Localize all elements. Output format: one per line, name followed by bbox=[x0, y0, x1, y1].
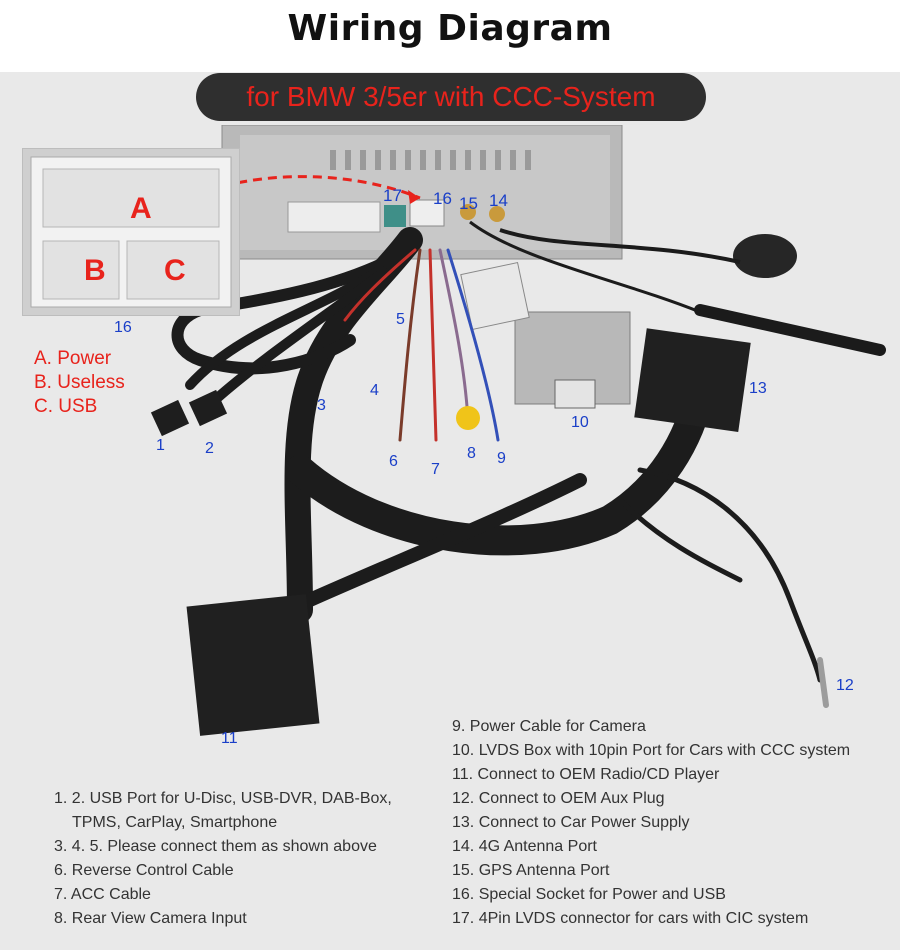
callout-14: 14 bbox=[489, 191, 508, 210]
header-banner: Wiring Diagram bbox=[0, 0, 900, 72]
connector-a-label: A bbox=[130, 192, 152, 225]
description-item: TPMS, CarPlay, Smartphone bbox=[72, 814, 278, 831]
aux-plug-12 bbox=[817, 657, 829, 708]
description-item: 3. 4. 5. Please connect them as shown ab… bbox=[54, 838, 377, 855]
callout-13: 13 bbox=[749, 380, 767, 397]
description-item: 8. Rear View Camera Input bbox=[54, 910, 247, 927]
description-item: 14. 4G Antenna Port bbox=[452, 838, 597, 855]
description-item: 1. 2. USB Port for U-Disc, USB-DVR, DAB-… bbox=[54, 790, 392, 807]
usb-plugs bbox=[150, 389, 228, 437]
callout-16-inset: 16 bbox=[114, 319, 132, 336]
antenna-4g bbox=[694, 304, 886, 356]
lvds-box bbox=[460, 261, 631, 409]
subtitle-pill: for BMW 3/5er with CCC-System bbox=[196, 73, 706, 121]
harness-photo bbox=[150, 125, 886, 736]
callout-1: 1 bbox=[156, 437, 165, 454]
oem-connector-13 bbox=[634, 328, 751, 432]
gps-antenna bbox=[733, 234, 797, 278]
callout-2: 2 bbox=[205, 440, 214, 457]
oem-connector-11 bbox=[186, 594, 320, 736]
callout-15: 15 bbox=[459, 194, 478, 213]
connector-inset bbox=[22, 148, 240, 316]
callout-5: 5 bbox=[396, 311, 405, 328]
description-item: 6. Reverse Control Cable bbox=[54, 862, 234, 879]
description-item: 9. Power Cable for Camera bbox=[452, 718, 646, 735]
callout-11: 11 bbox=[221, 730, 238, 747]
connector-inset-drawing bbox=[30, 156, 232, 308]
description-item: 12. Connect to OEM Aux Plug bbox=[452, 790, 665, 807]
connector-pointer-arrow bbox=[194, 175, 421, 200]
connector-c-label: C bbox=[164, 254, 186, 287]
legend-usb: C. USB bbox=[34, 396, 98, 417]
description-item: 16. Special Socket for Power and USB bbox=[452, 886, 726, 903]
callout-12: 12 bbox=[836, 677, 854, 694]
page-title: Wiring Diagram bbox=[287, 8, 613, 49]
description-item: 15. GPS Antenna Port bbox=[452, 862, 610, 879]
callout-8: 8 bbox=[467, 445, 476, 462]
description-item: 10. LVDS Box with 10pin Port for Cars wi… bbox=[452, 742, 851, 759]
callout-6: 6 bbox=[389, 453, 398, 470]
callout-4: 4 bbox=[370, 382, 379, 399]
head-unit bbox=[221, 125, 623, 260]
callout-10: 10 bbox=[571, 414, 589, 431]
callout-9: 9 bbox=[497, 450, 506, 467]
callout-3: 3 bbox=[317, 397, 326, 414]
connector-b-label: B bbox=[84, 254, 106, 287]
description-item: 17. 4Pin LVDS connector for cars with CI… bbox=[452, 910, 809, 927]
description-item: 7. ACC Cable bbox=[54, 886, 151, 903]
callout-16: 16 bbox=[433, 189, 452, 208]
legend-power: A. Power bbox=[34, 348, 112, 369]
callout-17: 17 bbox=[383, 186, 402, 205]
callout-7: 7 bbox=[431, 461, 440, 478]
legend-useless: B. Useless bbox=[34, 372, 125, 393]
description-item: 11. Connect to OEM Radio/CD Player bbox=[452, 766, 720, 783]
description-item: 13. Connect to Car Power Supply bbox=[452, 814, 690, 831]
